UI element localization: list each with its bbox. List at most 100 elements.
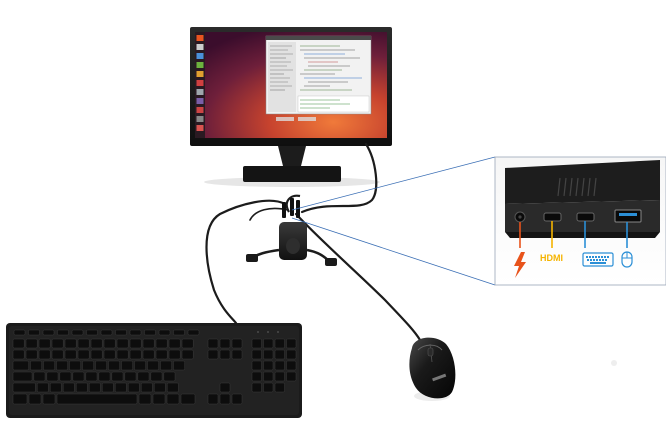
keyboard-key — [57, 329, 69, 336]
keyboard-key — [12, 371, 33, 382]
keyboard-key — [46, 371, 59, 382]
keyboard-key — [64, 349, 77, 360]
keyboard-key — [263, 338, 274, 349]
keyboard-key — [251, 338, 262, 349]
keyboard-key — [38, 338, 51, 349]
lightning-bolt-icon — [514, 252, 526, 278]
keyboard-key — [116, 338, 129, 349]
keyboard-key — [263, 382, 274, 393]
keyboard-key — [144, 329, 156, 336]
compute-device — [246, 194, 337, 266]
keyboard-key — [263, 349, 274, 360]
mouse-icon — [621, 251, 633, 268]
keyboard-key — [251, 371, 262, 382]
keyboard-key — [181, 349, 194, 360]
keyboard-key — [36, 382, 49, 393]
mouse-body — [409, 337, 456, 399]
keyboard-key — [51, 338, 64, 349]
keyboard-key — [85, 371, 98, 382]
keyboard-key — [56, 393, 138, 405]
hdmi-cable — [300, 142, 378, 214]
keyboard-key — [166, 393, 180, 405]
hdmi-port — [543, 212, 562, 222]
keyboard-key — [274, 371, 285, 382]
keyboard-key — [129, 338, 142, 349]
keyboard-key — [62, 382, 75, 393]
keyboard-key — [231, 349, 243, 360]
keyboard-key — [152, 393, 166, 405]
keyboard-key — [142, 338, 155, 349]
mouse — [409, 337, 456, 401]
keyboard-key — [158, 329, 171, 336]
keyboard-key — [207, 349, 219, 360]
keyboard-key — [219, 393, 231, 405]
keyboard-key — [49, 382, 62, 393]
usb-port-keyboard — [576, 212, 595, 222]
keyboard-key — [187, 329, 200, 336]
keyboard-key — [173, 360, 185, 371]
keyboard-key — [286, 360, 297, 371]
keyboard-key — [147, 360, 159, 371]
mouse-cable — [294, 212, 422, 342]
keyboard-key — [56, 360, 68, 371]
keyboard-key — [140, 382, 153, 393]
keyboard-key — [166, 382, 179, 393]
keyboard-key — [263, 360, 274, 371]
keyboard-key — [103, 338, 116, 349]
keyboard-key — [64, 338, 77, 349]
keyboard-key — [286, 349, 297, 360]
keyboard-key — [137, 371, 150, 382]
keyboard-key — [155, 338, 168, 349]
keyboard-key — [103, 349, 116, 360]
keyboard-key — [160, 360, 172, 371]
keyboard-key — [30, 360, 42, 371]
keyboard-key — [12, 349, 25, 360]
keyboard-key — [72, 371, 85, 382]
keyboard-led — [257, 331, 259, 333]
keyboard-key — [168, 349, 181, 360]
keyboard-key — [51, 349, 64, 360]
keyboard-key — [138, 393, 152, 405]
keyboard-key — [251, 349, 262, 360]
monitor-base — [243, 166, 341, 182]
keyboard-key — [142, 349, 155, 360]
keyboard-key — [69, 360, 81, 371]
keyboard-key — [251, 382, 262, 393]
keyboard-keys — [12, 329, 297, 405]
keyboard-key — [180, 393, 196, 405]
keyboard-key — [71, 329, 84, 336]
keyboard-key — [98, 371, 111, 382]
keyboard-key — [43, 360, 55, 371]
keyboard-key — [12, 382, 36, 393]
keyboard-key — [150, 371, 163, 382]
keyboard — [6, 323, 302, 418]
keyboard-key — [207, 338, 219, 349]
keyboard-key — [95, 360, 107, 371]
keyboard-key — [75, 382, 88, 393]
keyboard-key — [127, 382, 140, 393]
keyboard-key — [114, 382, 127, 393]
keyboard-key — [251, 360, 262, 371]
keyboard-key — [121, 360, 133, 371]
keyboard-led — [267, 331, 269, 333]
keyboard-key — [33, 371, 46, 382]
keyboard-key — [124, 371, 137, 382]
keyboard-key — [12, 360, 29, 371]
keyboard-key — [12, 338, 25, 349]
keyboard-key — [129, 349, 142, 360]
keyboard-key — [219, 382, 231, 393]
keyboard-key — [25, 338, 38, 349]
keyboard-key — [231, 338, 243, 349]
keyboard-key — [108, 360, 120, 371]
keyboard-key — [25, 349, 38, 360]
keyboard-led — [277, 331, 279, 333]
hdmi-label: HDMI — [540, 253, 563, 263]
keyboard-key — [12, 393, 28, 405]
keyboard-key — [286, 338, 297, 349]
keyboard-key — [111, 371, 124, 382]
keyboard-key — [42, 393, 56, 405]
keyboard-key — [263, 371, 274, 382]
keyboard-key — [231, 393, 243, 405]
keyboard-key — [38, 349, 51, 360]
